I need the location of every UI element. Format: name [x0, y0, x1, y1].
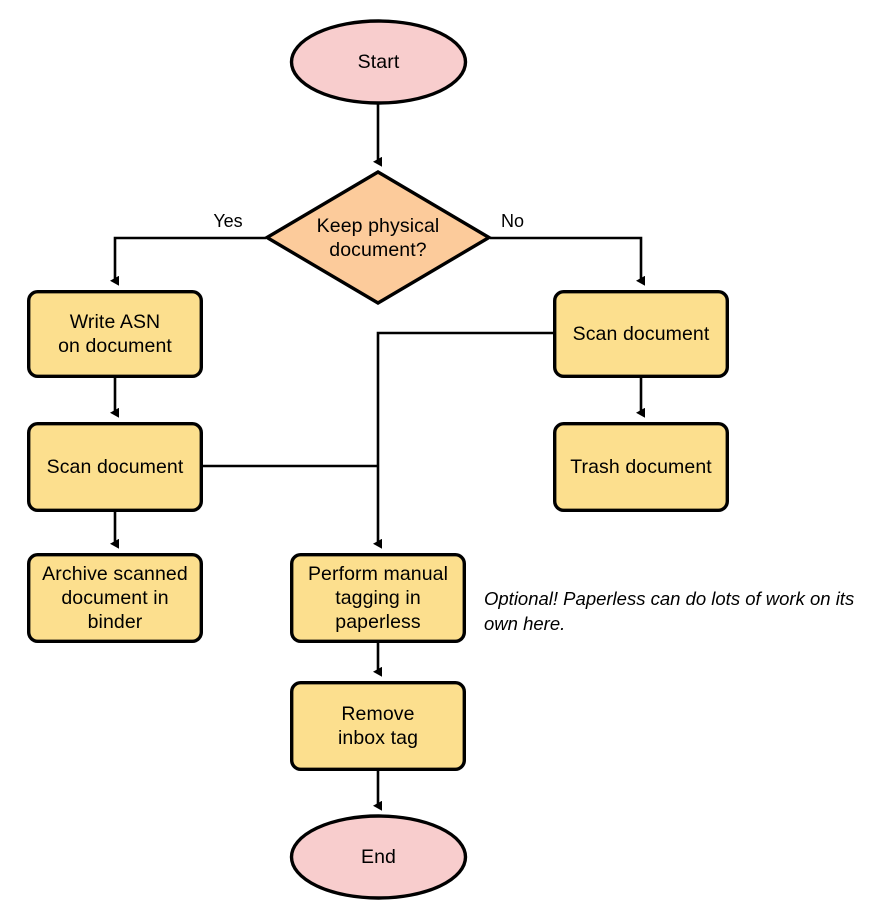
- node-start[interactable]: [289, 19, 468, 105]
- node-remove-inbox-tag[interactable]: [290, 681, 467, 772]
- node-scan-document-left[interactable]: [27, 422, 204, 513]
- edge-decision-yes-to-write-asn: [110, 236, 266, 286]
- node-scan-document-right[interactable]: [553, 290, 730, 379]
- node-perform-manual-tagging[interactable]: [290, 553, 467, 644]
- node-keep-physical-document[interactable]: [263, 170, 493, 305]
- node-trash-document[interactable]: [553, 422, 730, 513]
- edge-layer: [110, 104, 645, 811]
- edge-scan-right-to-tagging: [373, 331, 553, 549]
- node-write-asn[interactable]: [27, 290, 204, 379]
- edge-decision-no-to-scan-right: [490, 236, 645, 286]
- node-end[interactable]: [289, 814, 468, 900]
- node-layer: [27, 19, 730, 900]
- node-archive-scanned-document[interactable]: [27, 553, 204, 644]
